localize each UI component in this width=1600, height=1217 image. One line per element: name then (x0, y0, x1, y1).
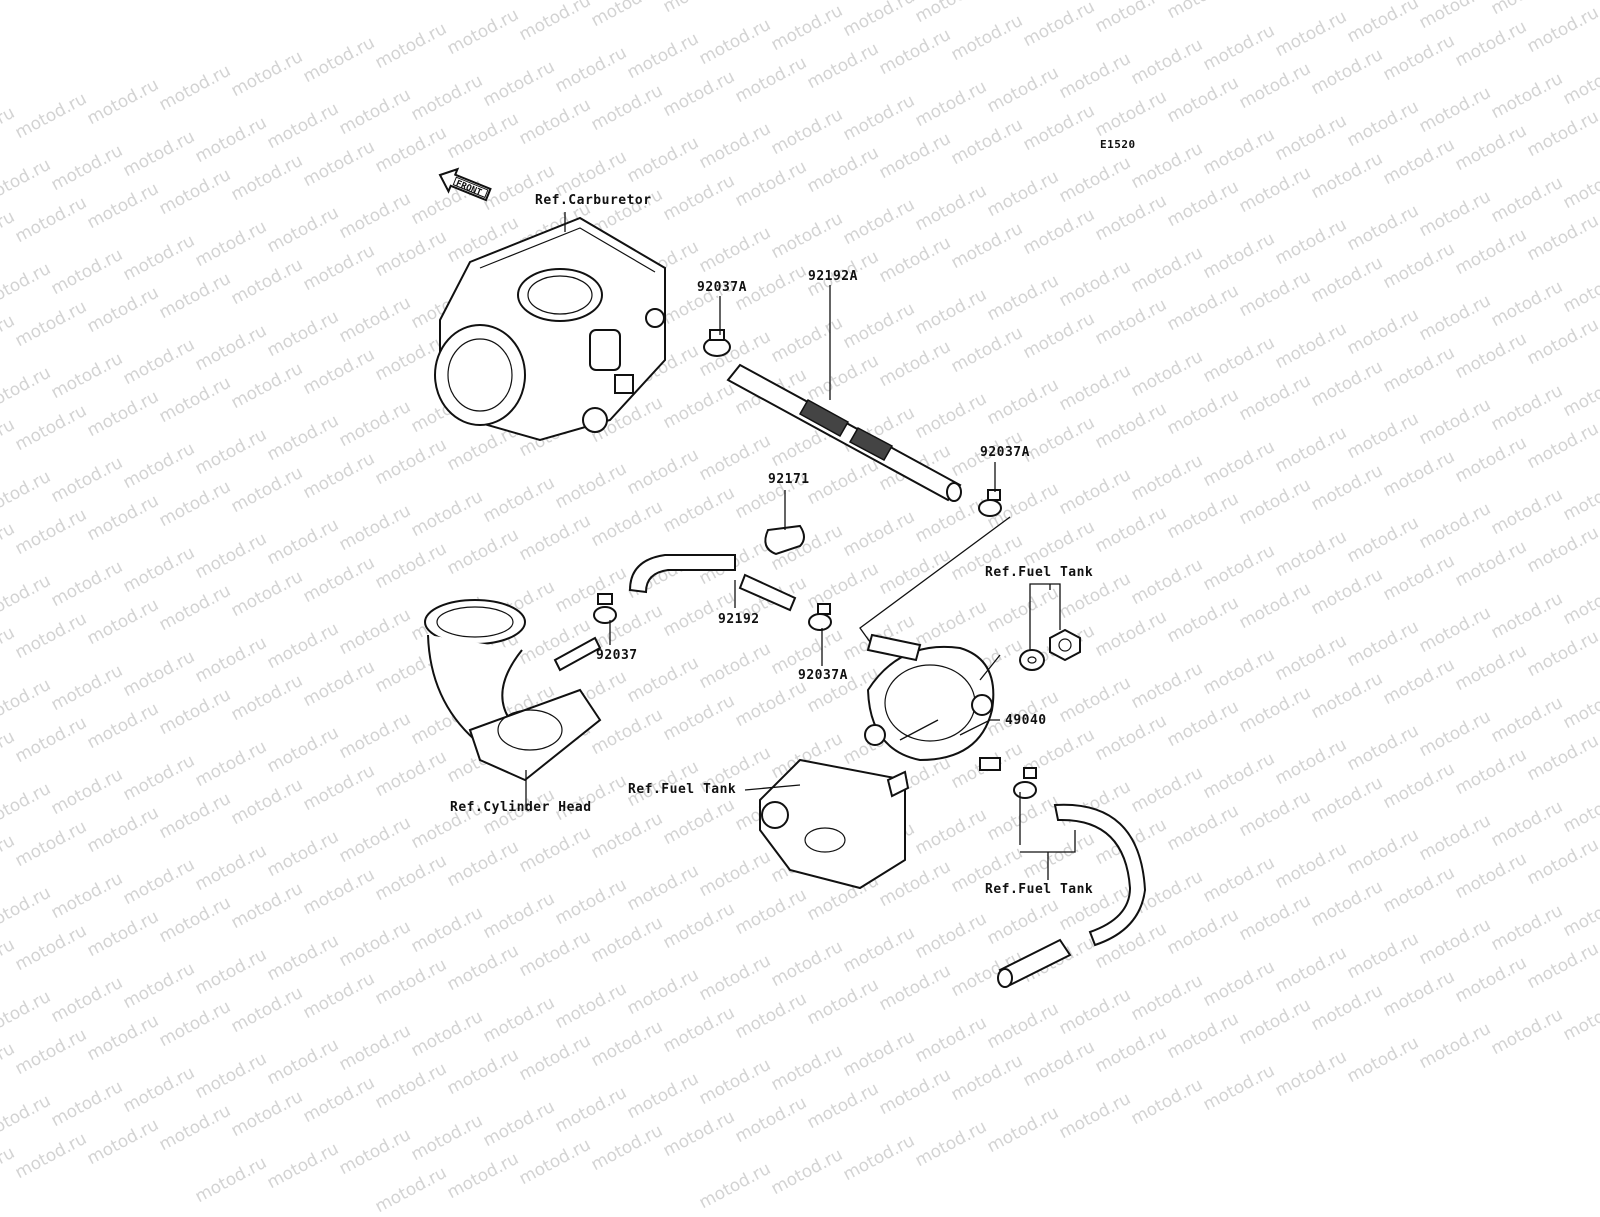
fuel-hose-lower (997, 803, 1147, 988)
clamp-92037a-lower (808, 603, 832, 631)
hose-92192 (628, 554, 797, 612)
leader-lines (525, 212, 1076, 880)
label-ref-fuel-tank-left: Ref.Fuel Tank (628, 782, 737, 797)
label-ref-cylinder-head: Ref.Cylinder Head (450, 800, 592, 815)
label-ref-fuel-tank-lower: Ref.Fuel Tank (985, 882, 1094, 897)
label-ref-fuel-tank-upper: Ref.Fuel Tank (985, 565, 1094, 580)
label-49040: 49040 (1005, 713, 1047, 728)
fuel-tank-bracket (759, 758, 910, 890)
label-92192: 92192 (718, 612, 760, 627)
clamp-fuel-tank (1013, 767, 1037, 799)
fuel-pump-49040 (864, 633, 1001, 771)
nut (1049, 628, 1081, 662)
label-92171: 92171 (768, 472, 810, 487)
label-ref-carburetor: Ref.Carburetor (535, 193, 652, 208)
clip-92171 (764, 524, 805, 556)
clamp-92037a-right (978, 489, 1002, 517)
label-92037: 92037 (596, 648, 638, 663)
clamp-92037a-top (703, 329, 731, 357)
label-92037a-right: 92037A (980, 445, 1030, 460)
label-92192a: 92192A (808, 269, 858, 284)
label-92037a-lower: 92037A (798, 668, 848, 683)
intake-elbow (424, 599, 602, 782)
label-92037a-top: 92037A (697, 280, 747, 295)
hose-92192a (726, 363, 962, 502)
carburetor (434, 216, 666, 442)
diagram-code: E1520 (1100, 138, 1136, 151)
clamp-92037 (593, 593, 617, 624)
washer (1019, 649, 1045, 671)
front-arrow-icon: FRONT (438, 167, 492, 202)
